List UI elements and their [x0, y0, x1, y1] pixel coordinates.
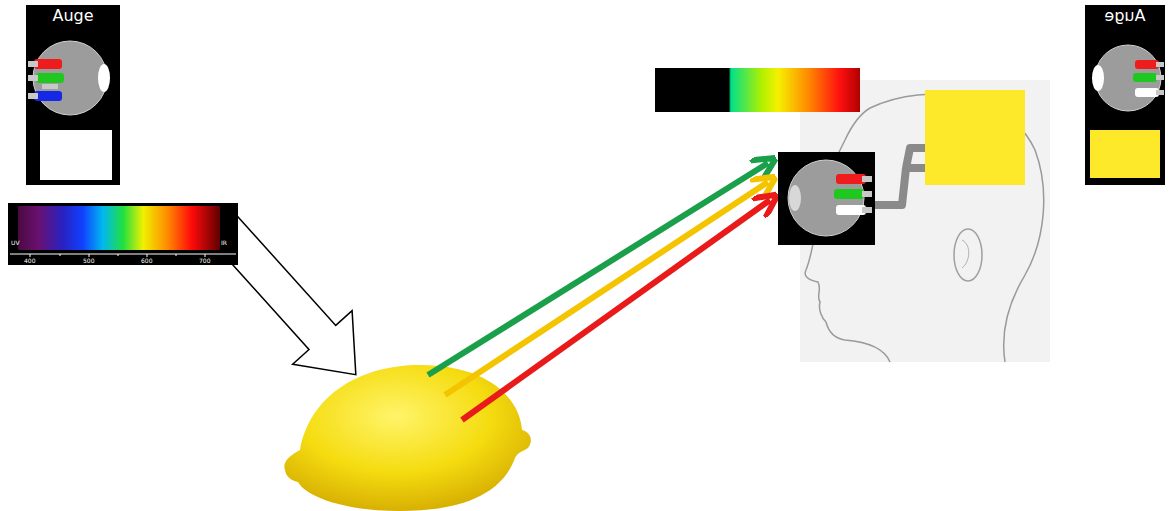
cone-stem: [1156, 90, 1164, 95]
eye-panel: Auge: [26, 5, 120, 185]
red-cone: [836, 174, 866, 184]
eye-lens: [98, 64, 110, 92]
eye-title: Auge: [1085, 7, 1165, 25]
wavelength-tick: 700: [199, 257, 210, 265]
eye-lens: [789, 185, 801, 211]
spectrum-band: [18, 206, 220, 250]
cone-stem: [42, 84, 58, 89]
green-light-arrow: [428, 163, 768, 375]
red-cone: [1135, 60, 1159, 69]
cone-stem: [1156, 75, 1164, 80]
lemon: [284, 365, 531, 511]
optic-nerve: [875, 148, 925, 205]
eye-ball: [788, 160, 864, 236]
scale-line: [10, 254, 236, 255]
eye-ball: [33, 41, 107, 115]
cone-stem: [1156, 62, 1164, 67]
spectrum-panel: UV IR 400 500 600 700: [8, 203, 238, 265]
ear-outline: [954, 229, 982, 281]
green-cone: [1133, 73, 1157, 82]
spectrum-end-label: IR: [221, 239, 227, 247]
perceived-yellow: [1090, 130, 1160, 178]
yellow-light-arrow: [445, 182, 768, 395]
reflected-spectrum: [655, 68, 860, 112]
wavelength-tick: 400: [24, 257, 35, 265]
eye-panel: Auge: [1085, 5, 1165, 185]
head-outline: [805, 94, 1044, 362]
red-light-arrow: [462, 200, 770, 420]
perceived-white: [40, 130, 112, 180]
cone-stem: [862, 191, 872, 197]
cone-stem: [28, 75, 38, 81]
green-cone: [36, 73, 64, 83]
cone-stem: [28, 61, 38, 67]
cone-stem: [28, 93, 38, 99]
eye-lens: [1092, 65, 1104, 91]
inactive-cone: [836, 205, 866, 215]
scale-ticks: [30, 254, 205, 257]
perceived-yellow: [925, 90, 1025, 185]
green-cone: [834, 189, 864, 199]
eye-panel: [778, 152, 875, 245]
cone-stem: [862, 176, 872, 182]
ear-detail: [962, 240, 969, 268]
wavelength-tick: 600: [141, 257, 152, 265]
cone-stem: [862, 207, 872, 213]
red-cone: [34, 59, 62, 69]
blue-cone: [34, 91, 62, 101]
sketch-background: [800, 80, 1050, 362]
spectrum-end-label: UV: [11, 239, 20, 247]
wavelength-tick: 500: [83, 257, 94, 265]
eye-ball: [1095, 45, 1161, 111]
eye-title: Auge: [26, 7, 120, 25]
inactive-cone: [1135, 88, 1159, 97]
